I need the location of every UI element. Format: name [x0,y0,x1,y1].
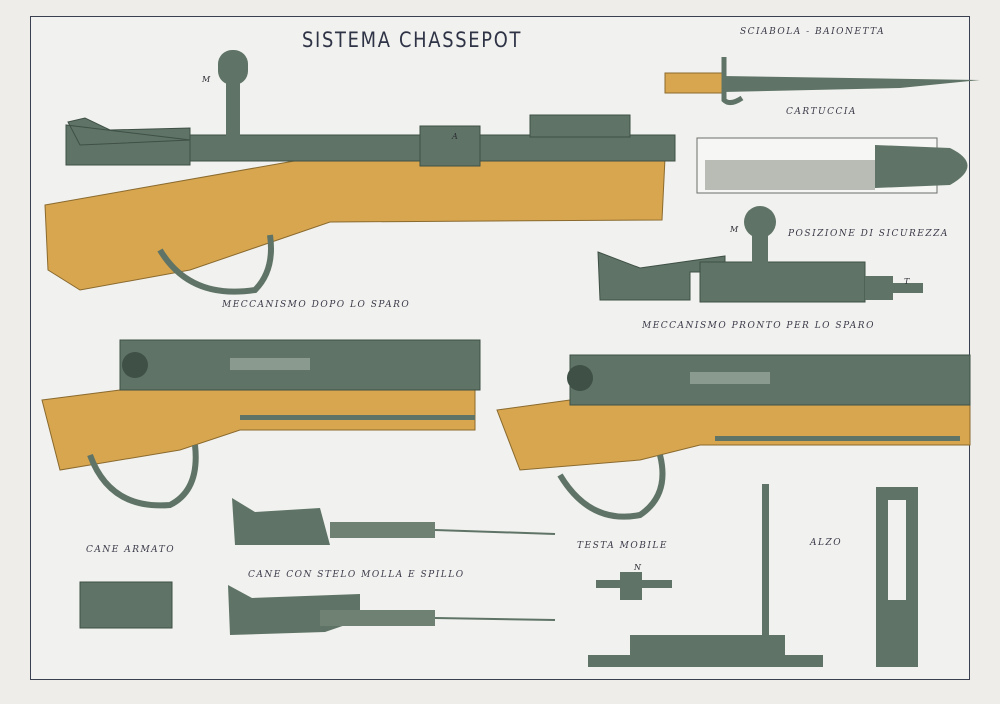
label-cocked: CANE ARMATO [86,545,176,555]
label-sight: ALZO [810,538,843,548]
cartridge-drawing [696,137,968,194]
plate-title: SISTEMA CHASSEPOT [302,28,523,52]
part-letter: A [452,132,458,141]
label-bolt-head: TESTA MOBILE [577,541,668,551]
rifle-after-firing [44,50,676,295]
label-after-firing: MECCANISMO DOPO LO SPARO [222,300,411,310]
cutaway-after-firing [41,339,481,509]
bayonet-drawing [664,57,980,106]
part-letter: T [904,277,910,286]
part-letter: N [634,563,641,572]
hammer-drawings [79,498,556,635]
part-letter: M [202,75,211,84]
label-hammer: CANE CON STELO MOLLA E SPILLO [248,570,465,580]
bolt-head-and-sight [588,484,918,667]
part-letter: M [730,225,739,234]
label-cartridge: CARTUCCIA [786,107,857,117]
bolt-safety-position [597,206,923,303]
label-bayonet: SCIABOLA - BAIONETTA [740,27,886,37]
label-safety-position: POSIZIONE DI SICUREZZA [788,229,949,239]
label-ready-to-fire: MECCANISMO PRONTO PER LO SPARO [642,321,875,331]
cutaway-ready-to-fire [496,354,971,520]
